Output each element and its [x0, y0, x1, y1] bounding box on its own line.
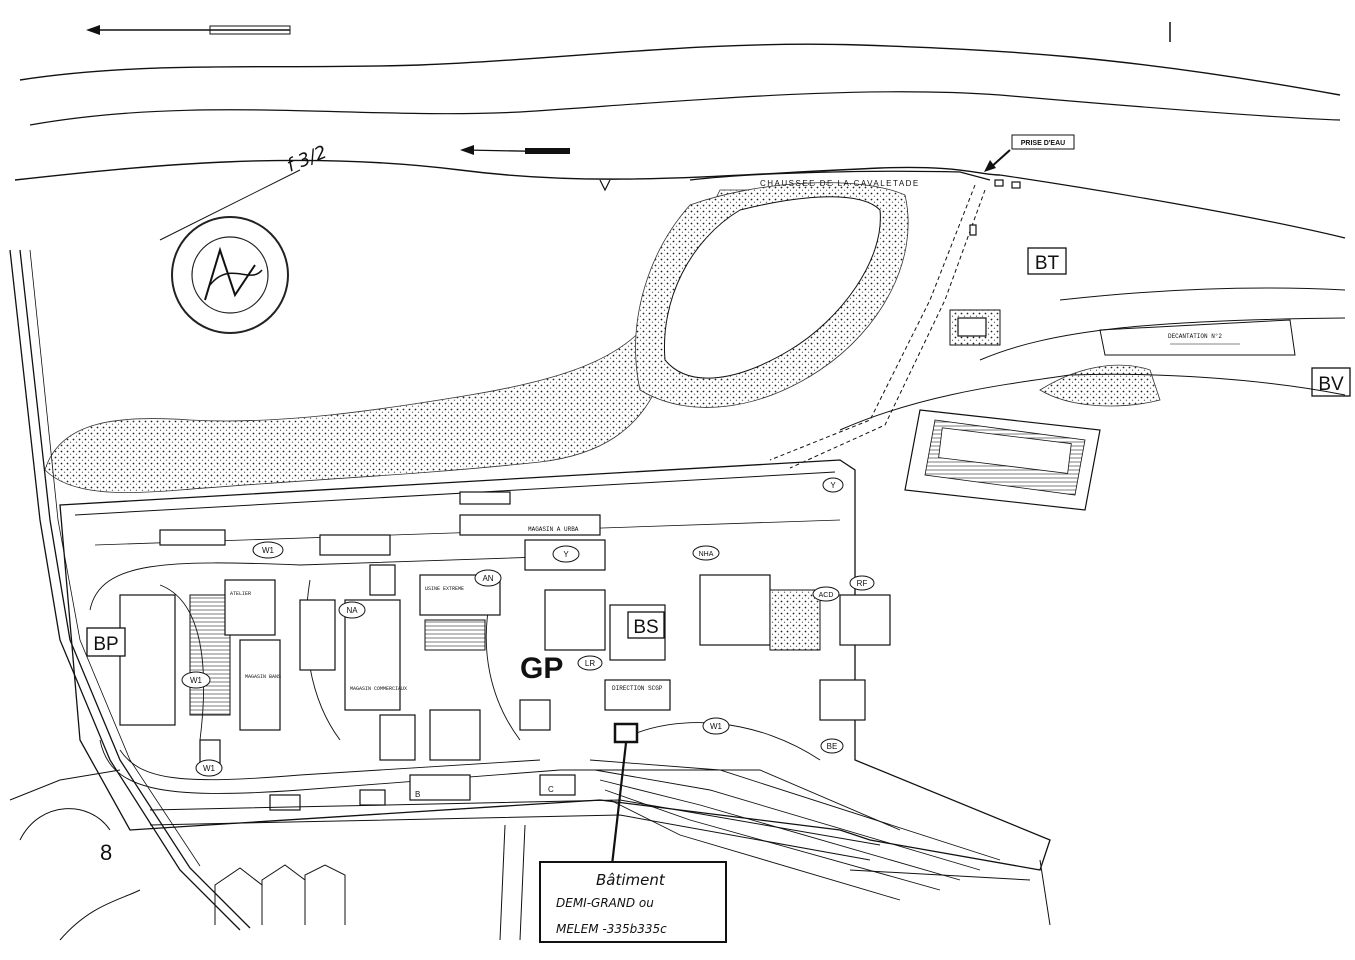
- svg-text:MAGASIN BANS: MAGASIN BANS: [245, 674, 281, 680]
- river-flow-arrow-top: [86, 25, 291, 35]
- svg-text:W1: W1: [190, 676, 203, 685]
- intake-arrow-icon: [984, 160, 996, 172]
- svg-text:f 3/2: f 3/2: [284, 142, 330, 177]
- pump-building: [949, 309, 1001, 346]
- river-flow-arrow-middle: [460, 145, 571, 155]
- svg-text:USINE EXTREME: USINE EXTREME: [425, 586, 464, 592]
- water-intake-label: PRISE D'EAU: [1021, 140, 1065, 147]
- callout-line-1: Bâtiment: [596, 871, 666, 889]
- road-marker: 8: [100, 840, 112, 865]
- svg-text:W1: W1: [710, 722, 723, 731]
- handwritten-margin-note: f 3/2: [159, 142, 330, 241]
- svg-text:BE: BE: [827, 742, 838, 751]
- site-letters-gp: GP: [520, 652, 563, 685]
- svg-text:BV: BV: [1318, 374, 1344, 395]
- long-east-building: [904, 409, 1101, 511]
- svg-text:C: C: [548, 785, 554, 794]
- callout-pointer-line: [610, 742, 628, 866]
- svg-text:W1: W1: [262, 546, 275, 555]
- direction-building: [604, 679, 671, 711]
- settling-basin: DECANTATION N°2: [839, 287, 1346, 431]
- zone-marker-bv: BV: [1311, 367, 1351, 397]
- zone-marker-bt: BT: [1027, 247, 1067, 275]
- svg-text:NA: NA: [346, 606, 358, 615]
- causeway-label: CHAUSSEE DE LA CAVALETADE: [760, 179, 920, 188]
- svg-text:BP: BP: [93, 634, 118, 655]
- sub-markers: W1 W1 W1 W1 NA AN Y Y LR RF ACD BE NHA B…: [181, 477, 875, 799]
- svg-text:RF: RF: [857, 579, 868, 588]
- zone-marker-bs: BS: [627, 611, 665, 639]
- houses-sketch: [214, 864, 346, 925]
- gravel-bank-east: [1039, 364, 1161, 407]
- callout-line-2: DEMI-GRAND ou: [556, 896, 654, 910]
- svg-text:BS: BS: [633, 617, 658, 638]
- building-labels: MAGASIN A URBA DIRECTION SCGP MAGASIN BA…: [230, 526, 663, 692]
- svg-text:ACD: ACD: [819, 592, 834, 599]
- southern-roads: [149, 799, 1051, 941]
- svg-text:MAGASIN A URBA: MAGASIN A URBA: [528, 526, 579, 533]
- river: [14, 43, 1346, 239]
- annotation-callout: Bâtiment DEMI-GRAND ou MELEM -335b335c: [539, 861, 727, 943]
- svg-text:AN: AN: [482, 574, 493, 583]
- callout-line-3: MELEM -335b335c: [556, 922, 667, 936]
- svg-text:Y: Y: [563, 550, 569, 559]
- causeway: CHAUSSEE DE LA CAVALETADE: [689, 170, 991, 469]
- buildings: [119, 491, 891, 811]
- svg-text:Y: Y: [830, 481, 836, 490]
- target-building: [613, 722, 639, 744]
- svg-text:MAGASIN COMMERCIAUX: MAGASIN COMMERCIAUX: [350, 686, 407, 692]
- svg-text:B: B: [415, 790, 420, 799]
- svg-text:W1: W1: [203, 764, 216, 773]
- island-inner: [663, 196, 881, 379]
- police-stamp: [171, 216, 289, 334]
- water-intake: PRISE D'EAU: [969, 134, 1075, 236]
- svg-text:BT: BT: [1035, 253, 1060, 274]
- svg-text:DIRECTION SCGP: DIRECTION SCGP: [612, 685, 663, 692]
- railway-west: [9, 249, 251, 941]
- svg-text:ATELIER: ATELIER: [230, 591, 251, 597]
- building-wi-west: [119, 594, 176, 726]
- basin-label: DECANTATION N°2: [1168, 333, 1222, 340]
- svg-text:NHA: NHA: [699, 551, 714, 558]
- zone-marker-bp: BP: [86, 627, 126, 657]
- svg-text:LR: LR: [585, 659, 595, 668]
